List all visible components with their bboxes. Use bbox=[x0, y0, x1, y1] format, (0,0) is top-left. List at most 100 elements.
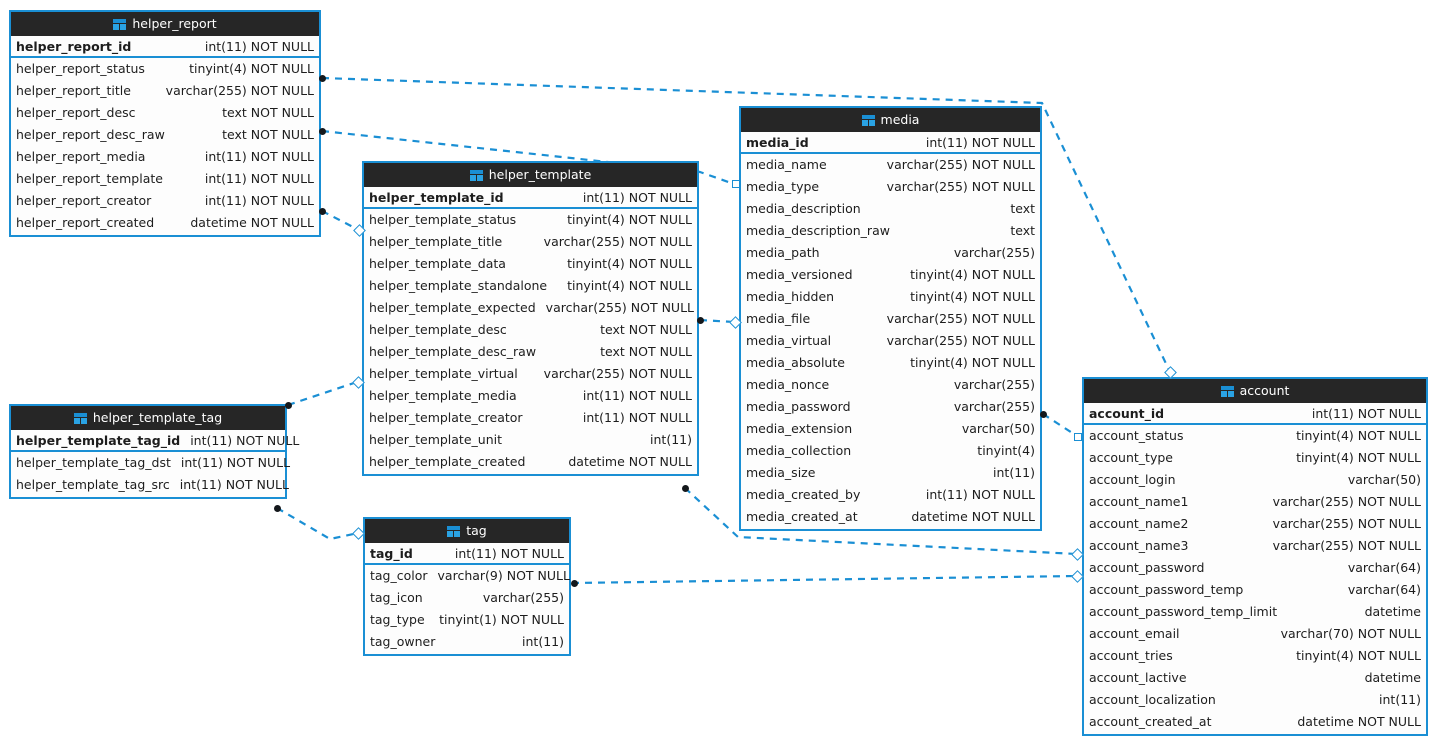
table-icon bbox=[113, 18, 127, 30]
column-type: text bbox=[1010, 223, 1035, 238]
column-name: account_created_at bbox=[1089, 714, 1212, 729]
column-name: helper_report_desc_raw bbox=[16, 127, 165, 142]
column-type: varchar(255) NOT NULL bbox=[543, 234, 692, 249]
entity-title: helper_report bbox=[132, 16, 217, 31]
column-type: varchar(255) NOT NULL bbox=[886, 333, 1035, 348]
column-type: text NOT NULL bbox=[600, 322, 692, 337]
column-name: media_created_at bbox=[746, 509, 858, 524]
column-name: media_extension bbox=[746, 421, 853, 436]
column-name: helper_template_media bbox=[369, 388, 517, 403]
column-name: media_size bbox=[746, 465, 816, 480]
column-name: tag_color bbox=[370, 568, 428, 583]
column-type: datetime bbox=[1364, 670, 1421, 685]
column-type: varchar(64) bbox=[1347, 560, 1421, 575]
column-name: media_password bbox=[746, 399, 851, 414]
table-icon bbox=[73, 412, 87, 424]
column-type: int(11) NOT NULL bbox=[454, 546, 564, 561]
table-icon bbox=[1220, 385, 1234, 397]
entity-title-bar[interactable]: tag bbox=[365, 519, 569, 543]
entity-title-bar[interactable]: helper_template bbox=[364, 163, 697, 187]
rel-endpoint-dot bbox=[273, 504, 281, 512]
entity-title-bar[interactable]: helper_report bbox=[11, 12, 319, 36]
entity-title-bar[interactable]: media bbox=[741, 108, 1040, 132]
column-name: account_password_temp bbox=[1089, 582, 1244, 597]
entity-title-bar[interactable]: account bbox=[1084, 379, 1426, 403]
column-name: helper_report_creator bbox=[16, 193, 152, 208]
column-name: media_id bbox=[746, 135, 809, 150]
entity-title-bar[interactable]: helper_template_tag bbox=[11, 406, 285, 430]
